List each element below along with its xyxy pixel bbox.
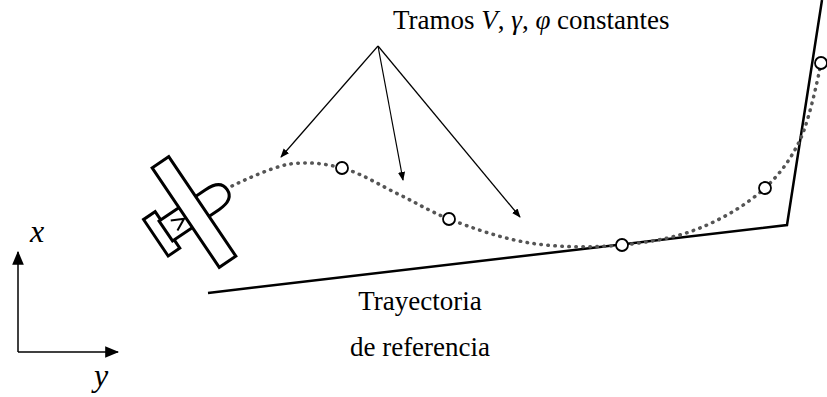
airplane-icon [122, 140, 260, 288]
axis-label: y [94, 356, 108, 394]
reference-label: Trayectoria de referencia [344, 278, 496, 370]
reference-line [208, 0, 822, 293]
pointer-arrow [281, 46, 378, 157]
flight-path [232, 63, 821, 247]
segment-point [443, 213, 455, 225]
segment-point [336, 162, 348, 174]
pointer-arrow [378, 46, 520, 217]
annotation: Tramos V, γ, φ constantes [393, 4, 670, 36]
pointer-arrow [378, 46, 403, 180]
segment-point [759, 182, 771, 194]
y-axis [18, 351, 118, 353]
x-axis [17, 252, 19, 352]
segment-point [815, 57, 827, 69]
axis-label: x [30, 212, 44, 250]
segment-point [616, 239, 628, 251]
